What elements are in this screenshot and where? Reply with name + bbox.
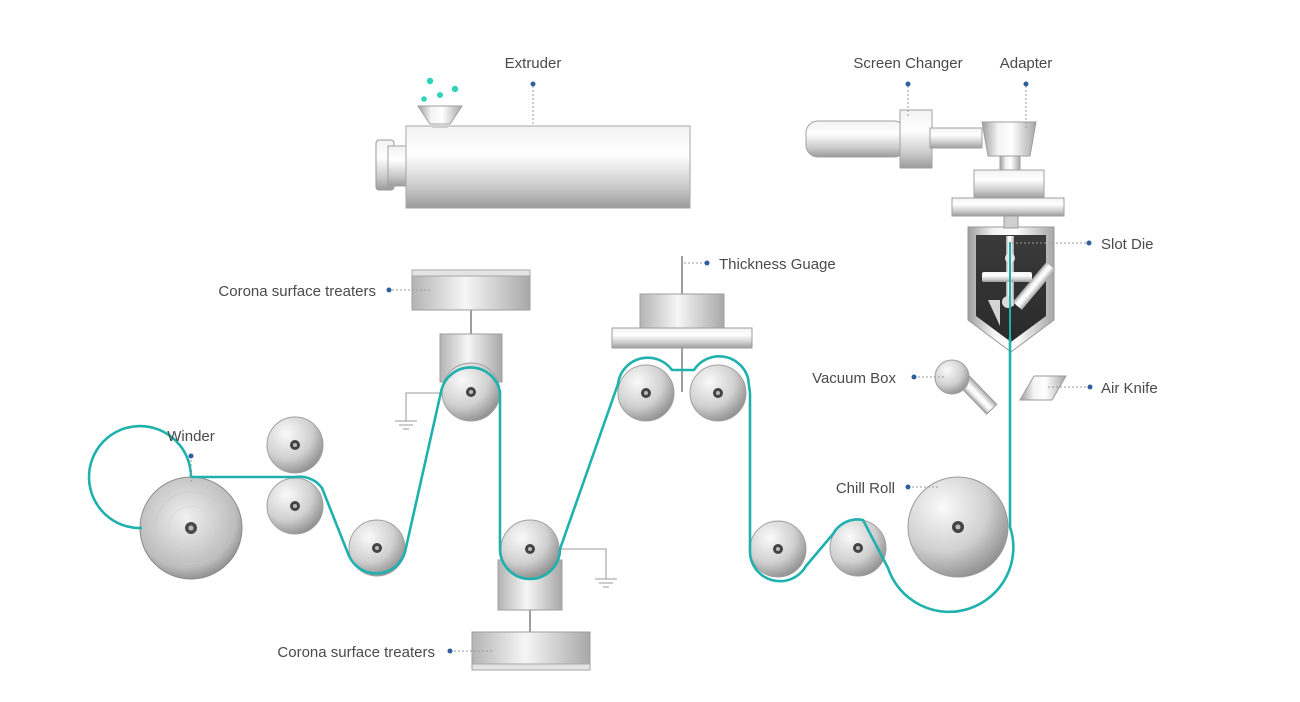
label-adapter: Adapter: [1000, 55, 1053, 72]
vacuum-box: [934, 359, 998, 415]
air-knife: [1019, 375, 1067, 401]
film-web: [87, 338, 1015, 614]
extruder: [375, 77, 691, 209]
chill-roll: [907, 476, 1009, 578]
callout-dots: [188, 81, 1093, 654]
label-extruder: Extruder: [505, 55, 562, 72]
label-corona-top: Corona surface treaters: [218, 283, 376, 300]
adapter: [951, 121, 1065, 217]
label-chill-roll: Chill Roll: [836, 480, 895, 497]
resin-pellets: [421, 77, 459, 102]
label-air-knife: Air Knife: [1101, 380, 1158, 397]
winder-roll: [139, 476, 243, 580]
idler-roll-1: [348, 519, 406, 577]
idler-roll-2: [749, 520, 807, 578]
label-vacuum-box: Vacuum Box: [812, 370, 896, 387]
corona-roll-top: [441, 362, 501, 422]
callout-leaders: [190, 82, 1090, 652]
label-corona-bottom: Corona surface treaters: [277, 644, 435, 661]
label-winder: Winder: [167, 428, 215, 445]
gauge-roll-right: [689, 364, 747, 422]
slot-die: [967, 215, 1056, 353]
thickness-gauge: [611, 256, 753, 392]
label-thickness-gauge: Thickness Guage: [719, 256, 836, 273]
nip-roll-upper: [266, 416, 324, 474]
nip-roll-lower: [266, 477, 324, 535]
gauge-roll-left: [617, 364, 675, 422]
label-screen-changer: Screen Changer: [853, 55, 962, 72]
screen-changer: [805, 109, 983, 169]
label-slot-die: Slot Die: [1101, 236, 1154, 253]
